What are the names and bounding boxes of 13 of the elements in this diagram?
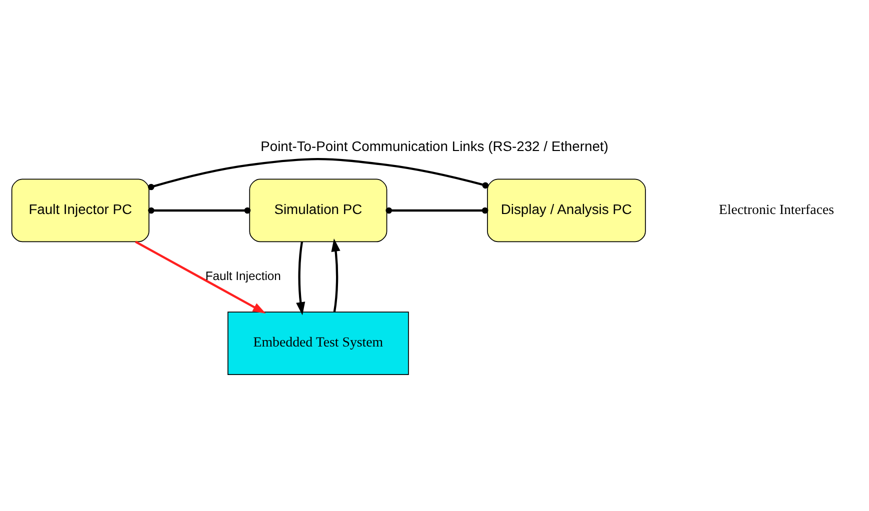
connector bbox=[148, 207, 251, 214]
arrow bbox=[331, 238, 340, 312]
node-box: Display / Analysis PC bbox=[487, 178, 646, 242]
node-box: Fault Injector PC bbox=[11, 178, 150, 242]
diagram-title: Point-To-Point Communication Links (RS-232 / Ethernet) bbox=[260, 138, 608, 154]
node-box: Simulation PC bbox=[249, 178, 388, 242]
connector bbox=[148, 158, 489, 190]
connector bbox=[386, 207, 488, 214]
edge-label: Fault Injection bbox=[205, 269, 281, 284]
arrow bbox=[135, 240, 266, 314]
node-box: Embedded Test System bbox=[228, 312, 409, 375]
arrow bbox=[296, 242, 306, 316]
label: Electronic Interfaces bbox=[718, 202, 834, 218]
